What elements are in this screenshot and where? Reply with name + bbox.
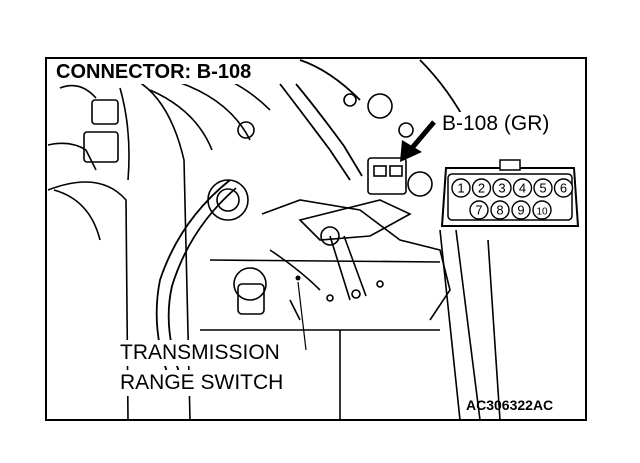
pin-circle-10: [532, 200, 552, 220]
connector-in-bay: [367, 157, 407, 195]
pin-number-4: 4: [519, 181, 526, 196]
pin-circle-8: [490, 200, 510, 220]
pin-circle-9: [511, 200, 531, 220]
pin-circle-6: [553, 178, 574, 198]
pin-circle-2: [471, 178, 492, 198]
pin-number-8: 8: [496, 203, 503, 218]
connector-title: CONNECTOR: B-108: [52, 60, 256, 84]
pin-number-10: 10: [536, 207, 548, 218]
figure-code: AC306322AC: [466, 397, 554, 413]
pin-circle-3: [492, 178, 512, 198]
connector-callout-label: B-108 (GR): [440, 112, 552, 136]
part-leader-dot: [295, 275, 301, 281]
pin-number-7: 7: [475, 203, 482, 218]
pin-circle-1: [451, 178, 471, 198]
part-label-line-1: TRANSMISSION: [117, 340, 283, 366]
pin-number-5: 5: [539, 181, 546, 196]
pointer-arrow: [400, 120, 436, 162]
engine-left-parts: [47, 69, 271, 421]
pin-number-2: 2: [478, 181, 485, 196]
part-leader-line: [297, 281, 307, 351]
range-switch-body: [200, 199, 501, 421]
pin-number-3: 3: [498, 181, 505, 196]
pin-circle-5: [533, 178, 553, 198]
mounts: [207, 93, 433, 315]
pin-number-6: 6: [560, 181, 567, 196]
pin-circle-4: [512, 178, 533, 198]
part-label-line-2: RANGE SWITCH: [117, 370, 287, 396]
pin-number-1: 1: [457, 181, 464, 196]
pin-number-9: 9: [517, 203, 524, 218]
pin-circle-7: [469, 200, 489, 220]
